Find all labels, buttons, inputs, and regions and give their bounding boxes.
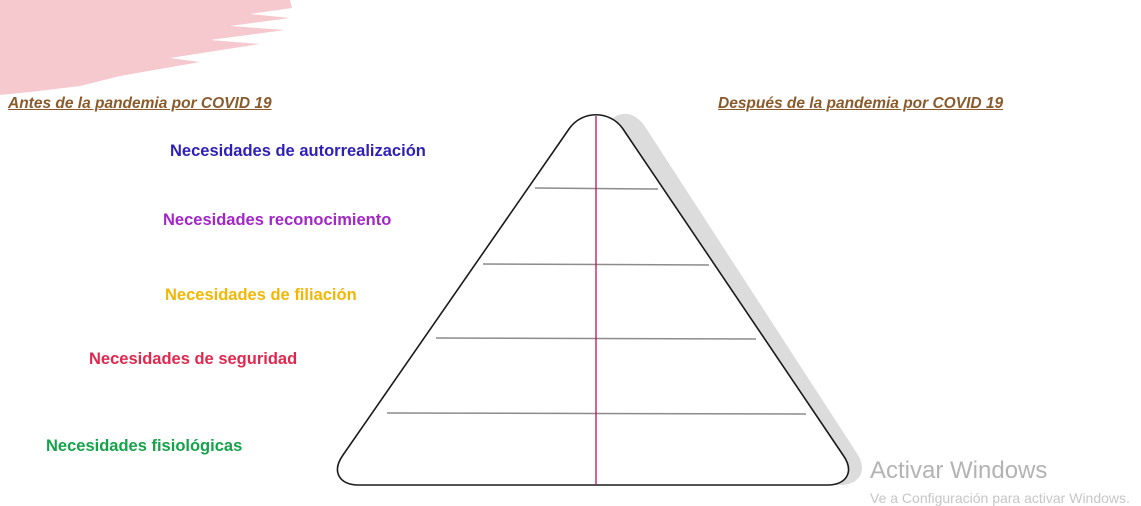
need-safety: Necesidades de seguridad xyxy=(89,350,298,368)
heading-before-pandemic: Antes de la pandemia por COVID 19 xyxy=(8,95,272,112)
need-physiological: Necesidades fisiológicas xyxy=(46,437,243,455)
decorative-brush-stroke xyxy=(0,0,292,95)
heading-after-pandemic: Después de la pandemia por COVID 19 xyxy=(718,95,1004,112)
activate-windows-watermark: Activar Windows xyxy=(870,457,1048,484)
pyramid-outline xyxy=(336,114,850,486)
need-affiliation: Necesidades de filiación xyxy=(165,286,357,304)
need-recognition: Necesidades reconocimiento xyxy=(163,211,392,229)
need-self-actualization: Necesidades de autorrealización xyxy=(170,142,426,160)
activate-windows-hint: Ve a Configuración para activar Windows. xyxy=(870,490,1130,506)
